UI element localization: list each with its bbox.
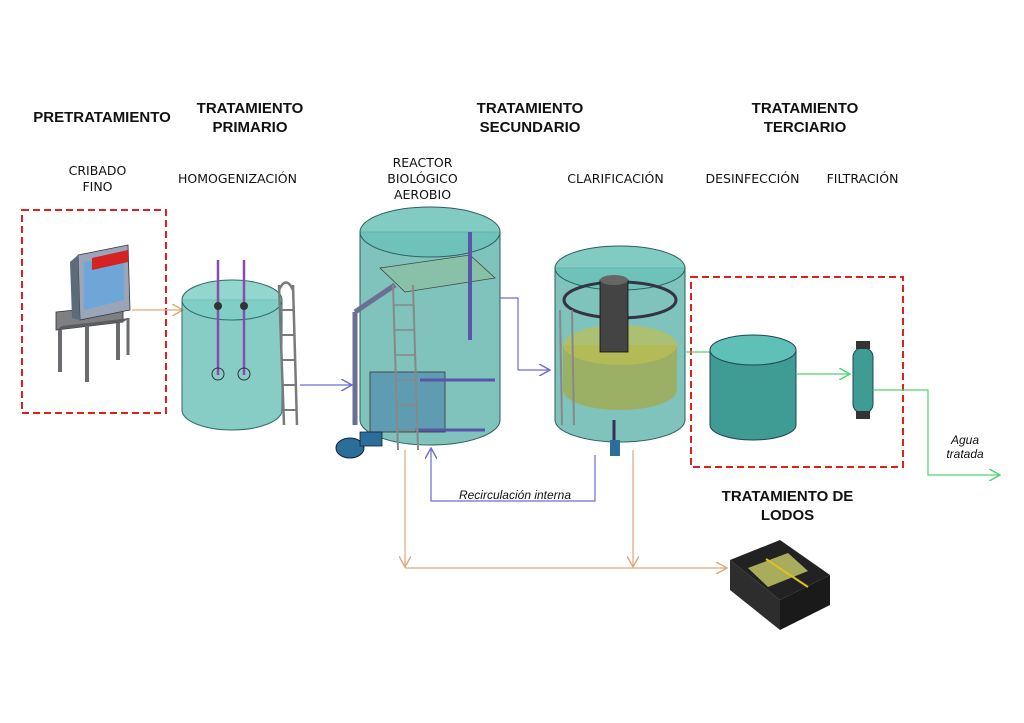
flow-reactor-to-clarifier — [500, 297, 550, 370]
homogenization-tank — [181, 260, 299, 431]
process-label-reactor-line2: BIOLÓGICO — [387, 171, 458, 186]
process-label-cribado-line1: CRIBADO — [68, 163, 127, 178]
process-label-cribado: CRIBADO FINO — [55, 163, 140, 195]
filtration-vessel — [852, 341, 874, 419]
stage-title-secundario-line1: TRATAMIENTO — [476, 100, 584, 117]
process-label-cribado-line2: FINO — [82, 179, 113, 194]
stage-title-primario-line2: PRIMARIO — [212, 119, 288, 136]
label-internal-recirculation: Recirculación interna — [458, 488, 572, 502]
process-label-reactor-line1: REACTOR — [392, 155, 453, 170]
label-treated-water-line2: tratada — [946, 447, 984, 461]
stage-title-pretratamiento: PRETRATAMIENTO — [33, 109, 171, 126]
tertiary-highlight-box — [690, 276, 904, 468]
sludge-treatment-unit — [730, 540, 830, 630]
stage-title-lodos: TRATAMIENTO DE LODOS — [700, 487, 875, 525]
stage-title-terciario: TRATAMIENTO TERCIARIO — [730, 99, 880, 137]
fine-screen-unit — [55, 244, 131, 382]
stage-title-primario: TRATAMIENTO PRIMARIO — [180, 99, 320, 137]
clarifier-tank — [554, 245, 686, 456]
process-label-desinfeccion: DESINFECCIÓN — [705, 171, 800, 186]
process-label-filtracion: FILTRACIÓN — [826, 171, 899, 186]
process-label-clarificacion: CLARIFICACIÓN — [567, 171, 664, 186]
stage-title-lodos-line1: TRATAMIENTO DE — [721, 488, 854, 505]
stage-title-secundario: TRATAMIENTO SECUNDARIO — [455, 99, 605, 137]
stage-title-primario-line1: TRATAMIENTO — [196, 100, 304, 117]
process-label-homogenizacion: HOMOGENIZACIÓN — [178, 171, 297, 186]
biological-reactor-tank — [335, 206, 501, 459]
flow-internal-recirculation — [431, 448, 596, 502]
stage-title-terciario-line1: TRATAMIENTO — [751, 100, 859, 117]
stage-title-terciario-line2: TERCIARIO — [763, 119, 847, 136]
process-label-reactor-line3: AEROBIO — [393, 187, 452, 202]
pretreatment-highlight-box — [21, 209, 167, 414]
label-treated-water-line1: Agua — [950, 433, 980, 447]
flow-treated-water-out — [873, 389, 1000, 475]
process-label-reactor: REACTOR BIOLÓGICO AEROBIO — [375, 155, 470, 203]
label-treated-water: Agua tratada — [935, 433, 995, 461]
disinfection-tank — [709, 334, 797, 441]
stage-title-lodos-line2: LODOS — [760, 507, 815, 524]
stage-title-secundario-line2: SECUNDARIO — [479, 119, 581, 136]
